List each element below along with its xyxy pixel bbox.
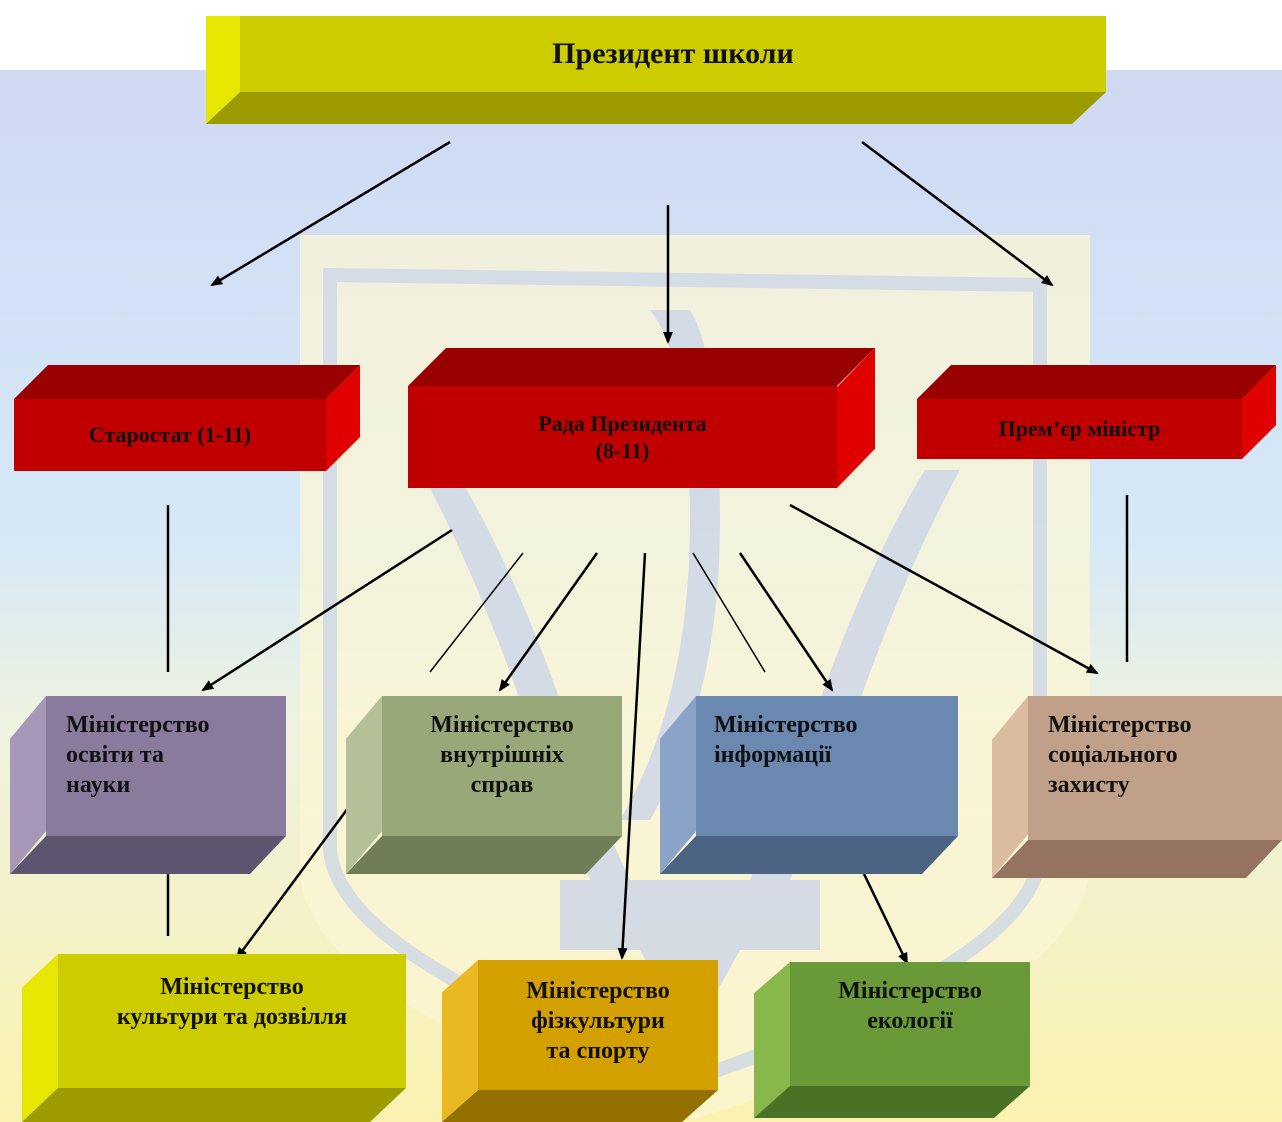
- arrow-rada-to-inform: [738, 552, 834, 692]
- min-ekol-label: Міністерство екології: [790, 962, 1030, 1086]
- box-min-social: Міністерство соціального захисту: [992, 696, 1282, 878]
- arrow-rada-to-fizk: [617, 552, 647, 960]
- box-min-vnutr: Міністерство внутрішніх справ: [346, 696, 622, 874]
- box-president: Президент школи: [206, 16, 1106, 124]
- min-kultury-label: Міністерство культури та дозвілля: [58, 954, 406, 1088]
- box-starostat: Старостат (1-11): [14, 365, 360, 471]
- president-label: Президент школи: [240, 16, 1106, 92]
- arrow-rada-to-vnutr: [498, 552, 599, 692]
- rada-label: Рада Президента (8-11): [408, 386, 837, 488]
- starostat-label: Старостат (1-11): [14, 399, 326, 471]
- min-inform-label: Міністерство інформації: [696, 696, 958, 836]
- line-rada-branch-right: [692, 552, 766, 673]
- min-vnutr-label: Міністерство внутрішніх справ: [382, 696, 622, 836]
- arrow-rada-to-osvity: [201, 528, 453, 692]
- arrow-president-to-premier: [861, 141, 1054, 287]
- arrow-rada-to-social: [789, 503, 1099, 675]
- line-rada-branch-left: [429, 552, 524, 673]
- arrow-vnutr-to-kultury: [235, 795, 359, 960]
- premier-label: Прем’єр міністр: [917, 399, 1242, 459]
- box-premier: Прем’єр міністр: [917, 365, 1276, 459]
- box-rada: Рада Президента (8-11): [408, 348, 875, 488]
- min-fizk-label: Міністерство фізкультури та спорту: [478, 960, 718, 1090]
- box-min-ekol: Міністерство екології: [754, 962, 1030, 1118]
- box-min-inform: Міністерство інформації: [660, 696, 958, 874]
- min-osvity-label: Міністерство освіти та науки: [46, 696, 286, 836]
- box-min-kultury: Міністерство культури та дозвілля: [22, 954, 406, 1122]
- box-min-osvity: Міністерство освіти та науки: [10, 696, 286, 874]
- box-min-fizk: Міністерство фізкультури та спорту: [442, 960, 718, 1122]
- min-social-label: Міністерство соціального захисту: [1028, 696, 1282, 840]
- arrow-president-to-starostat: [210, 140, 451, 287]
